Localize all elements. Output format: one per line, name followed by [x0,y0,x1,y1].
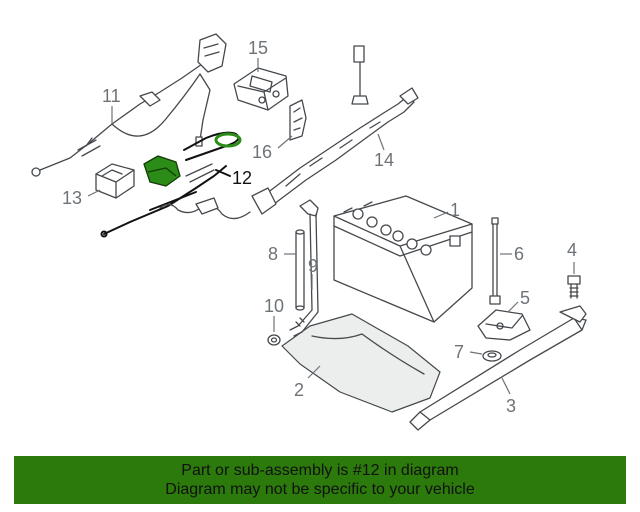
part-1-battery[interactable] [333,195,473,323]
callout-7: 7 [454,342,464,362]
info-banner: Part or sub-assembly is #12 in diagram D… [14,456,626,504]
leader-12 [215,169,231,177]
leader-7 [469,351,483,355]
callout-8: 8 [268,244,278,264]
callout-labels: 1 2 3 4 5 6 7 8 9 10 11 12 13 14 15 16 [62,38,577,416]
leader-lines [87,58,575,395]
part-11-cable[interactable] [31,33,227,177]
callout-14: 14 [374,150,394,170]
callout-13: 13 [62,188,82,208]
part-13-cover[interactable] [95,163,135,199]
banner-line-2: Diagram may not be specific to your vehi… [165,481,475,498]
part-8-vent-tube[interactable] [295,229,305,311]
callout-6: 6 [514,244,524,264]
callout-2: 2 [294,380,304,400]
callout-4: 4 [567,240,577,260]
banner-line-1: Part or sub-assembly is #12 in diagram [181,462,459,479]
part-2-tray-liner[interactable] [281,313,441,413]
leader-3 [501,377,511,395]
part-9-vent-hose[interactable] [289,199,319,337]
part-5-clamp[interactable] [477,309,531,341]
callout-16: 16 [252,142,272,162]
part-6-rod[interactable] [489,217,501,305]
leader-13 [87,189,101,197]
callout-11: 11 [102,86,121,106]
callout-12: 12 [232,168,252,188]
callout-10: 10 [264,296,284,316]
callout-1: 1 [450,200,460,220]
leader-1 [433,211,449,219]
callout-5: 5 [520,288,530,308]
callout-3: 3 [506,396,516,416]
callout-9: 9 [308,256,318,276]
part-3-hold-down-bar[interactable] [409,305,587,431]
callout-15: 15 [248,38,268,58]
exploded-parts-diagram: 1 2 3 4 5 6 7 8 9 10 11 12 13 14 15 16 [31,33,587,431]
part-7-washer[interactable] [482,350,502,362]
leader-2 [307,365,321,379]
part-10-grommet[interactable] [267,334,281,346]
part-15-bracket[interactable] [233,67,289,111]
leader-16 [277,135,293,149]
leader-5 [507,301,519,313]
part-14-terminal-lead[interactable] [251,45,419,215]
part-12-battery-cable[interactable] [100,131,251,238]
leader-14 [377,133,385,151]
part-16-clip[interactable] [289,99,307,141]
part-4-bolt[interactable] [567,275,581,299]
